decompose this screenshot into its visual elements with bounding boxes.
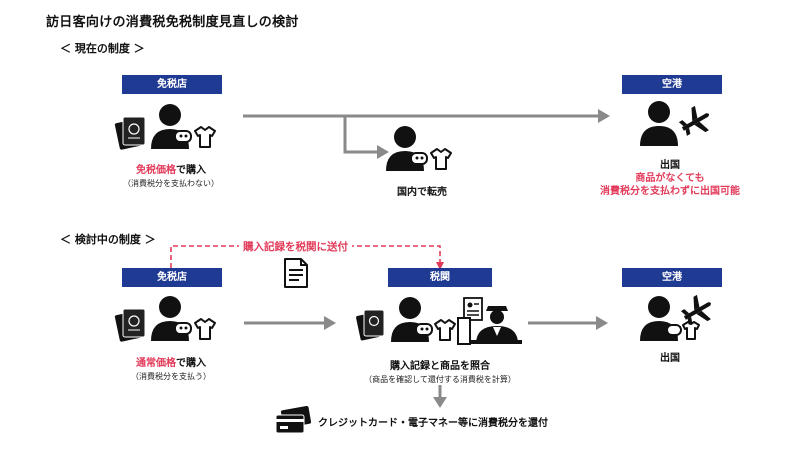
passport-icon: [356, 309, 385, 341]
customs-officer-icon: [457, 306, 522, 345]
current-resale-arrow-line: [343, 116, 378, 154]
current-airport-label: 空港: [622, 75, 722, 94]
red-link-arrowhead: [436, 262, 444, 270]
arrowhead-to-refund: [433, 397, 447, 408]
shopping-items-icon: [410, 148, 452, 170]
proposed-airport-label: 空港: [622, 268, 722, 287]
customs-subcaption: （商品を確認して還付する消費税を計算）: [364, 375, 516, 384]
current-system-heading: ＜ 現在の制度 ＞: [60, 42, 145, 55]
page-title: 訪日客向けの消費税免税制度見直しの検討: [46, 15, 299, 30]
document-icon: [284, 258, 308, 288]
credit-card-icon: [275, 406, 312, 434]
proposed-customs-label: 税関: [388, 268, 492, 287]
current-purchase-caption: 免税価格で購入: [96, 161, 246, 176]
person-icon: [386, 126, 424, 171]
arrowhead-to-customs: [324, 316, 336, 330]
current-depart-note-line1: 商品がなくても: [635, 173, 705, 184]
passport-icon: [114, 308, 146, 342]
current-price-highlight: 免税価格: [136, 165, 176, 176]
person-icon: [640, 101, 678, 146]
current-depart-note-line2: 消費税分を支払わずに出国可能: [600, 186, 740, 197]
resale-caption: 国内で転売: [397, 187, 447, 198]
shopping-items-icon: [174, 126, 216, 148]
current-main-arrowhead: [598, 109, 610, 123]
current-airport-icon-group: [640, 101, 709, 146]
airplane-icon: [678, 105, 709, 136]
proposed-purchase-caption: 通常価格で購入: [96, 354, 246, 369]
proposed-shop-label: 免税店: [122, 268, 222, 287]
proposed-shop-icon-group: [114, 296, 216, 342]
shopping-items-icon: [415, 319, 456, 341]
red-link-label: 購入記録を税関に送付: [239, 239, 352, 254]
passport-icon: [114, 116, 146, 150]
current-shop-label: 免税店: [122, 75, 222, 94]
customs-icon-group: [356, 297, 522, 345]
airplane-icon: [680, 294, 711, 325]
current-caption-rest: で購入: [176, 165, 206, 176]
current-depart-caption: 出国: [660, 160, 680, 171]
document-icon: [463, 297, 483, 321]
refund-caption: クレジットカード・電子マネー等に消費税分を還付: [318, 418, 548, 429]
current-purchase-subcaption: （消費税分を支払わない）: [123, 179, 219, 188]
proposed-caption-rest: で購入: [176, 358, 206, 369]
current-resale-arrowhead: [377, 145, 389, 159]
customs-caption: 購入記録と商品を照合: [390, 361, 490, 372]
current-depart-note: 商品がなくても 消費税分を支払わずに出国可能: [580, 172, 760, 198]
proposed-depart-caption: 出国: [660, 353, 680, 364]
proposed-price-highlight: 通常価格: [136, 358, 176, 369]
resale-icon-group: [386, 126, 452, 171]
proposed-airport-icon-group: [640, 294, 711, 341]
shopping-items-icon: [174, 318, 216, 340]
arrowhead-to-airport: [596, 316, 608, 330]
proposed-purchase-subcaption: （消費税分を支払う）: [131, 372, 211, 381]
current-shop-icon-group: [114, 104, 216, 150]
proposed-system-heading: ＜ 検討中の制度 ＞: [60, 233, 156, 246]
